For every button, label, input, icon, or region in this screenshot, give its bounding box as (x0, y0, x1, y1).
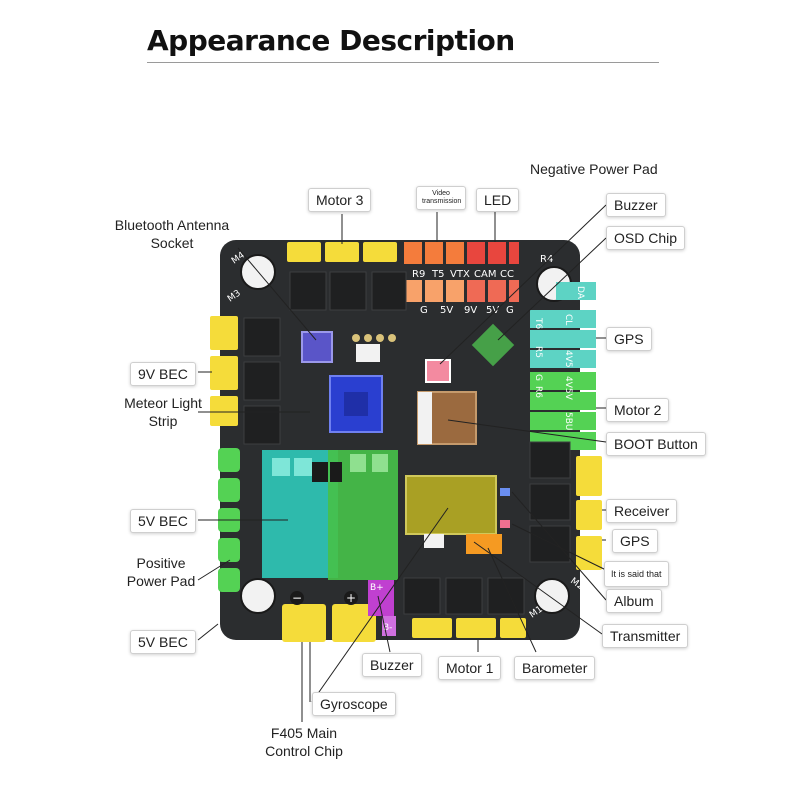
label-receiver: Receiver (606, 499, 678, 523)
label-meteor-light-strip: Meteor Light Strip (124, 395, 202, 429)
label-motor1: Motor 1 (438, 656, 502, 680)
pad-label-b-minus: B- (383, 623, 392, 633)
pad-label-4v5: 4V5 (563, 350, 573, 368)
right-yellow-pads (576, 456, 602, 570)
motor1-pads (412, 618, 526, 638)
label-5v-bec-upper: 5V BEC (130, 509, 196, 533)
f405-chip (405, 475, 497, 535)
motor3-pads (287, 242, 397, 262)
pad-label-cc: CC (500, 269, 514, 280)
positive-symbol: + (346, 591, 356, 605)
pad-label-g: G (533, 374, 543, 381)
label-bluetooth-antenna-socket: Bluetooth Antenna Socket (114, 217, 230, 251)
page-title: Appearance Description (147, 24, 515, 57)
label-transmitter: Transmitter (602, 624, 689, 648)
pad-label-r4: R4 (540, 254, 553, 265)
title-divider (147, 62, 659, 63)
pad-label-r6: R6 (533, 386, 543, 398)
label-video-transmission: Video transmission (416, 186, 466, 210)
pad-label-t5: T5 (431, 269, 444, 280)
pad-label-g2: G (506, 305, 514, 316)
mosfets (243, 271, 571, 615)
mount-hole-bottom-left (240, 578, 276, 614)
label-5v-bec-lower: 5V BEC (130, 630, 196, 654)
vtx-led-pads (404, 242, 519, 302)
label-9v-bec: 9V BEC (130, 362, 196, 386)
pad-label-5bu: 5BU (563, 412, 573, 431)
pad-label-vtx: VTX (450, 269, 470, 280)
negative-symbol: − (292, 591, 302, 605)
pad-label-g1: G (420, 305, 428, 316)
pad-label-cl: CL (563, 314, 573, 325)
pad-label-cam: CAM (474, 269, 496, 280)
pad-label-4v5v: 4V5V (563, 376, 573, 401)
label-f405-main-control-chip: F405 Main Control Chip (265, 725, 343, 759)
label-osd-chip: OSD Chip (606, 226, 686, 250)
label-positive-power-pad: Positive Power Pad (126, 555, 196, 589)
power-connectors (282, 604, 376, 642)
pad-label-t6: T6 (533, 317, 543, 329)
pad-label-5v2: 5V (486, 305, 499, 316)
right-gps-motor2-pads (530, 282, 596, 450)
label-boot-button: BOOT Button (606, 432, 706, 456)
left-yellow-pads (210, 316, 238, 426)
label-motor3: Motor 3 (308, 188, 372, 212)
label-buzzer-bottom: Buzzer (362, 653, 422, 677)
bluetooth-socket (301, 331, 333, 363)
pad-label-9v: 9V (464, 305, 477, 316)
label-gps-top: GPS (606, 327, 652, 351)
barometer-chip (466, 534, 502, 554)
label-motor2: Motor 2 (606, 398, 670, 422)
label-led: LED (476, 188, 520, 212)
label-gyroscope: Gyroscope (312, 692, 396, 716)
label-album: Album (606, 589, 662, 613)
label-buzzer-top: Buzzer (606, 193, 666, 217)
label-it-is-said-that: It is said that (604, 561, 669, 587)
pad-label-r5: R5 (533, 346, 543, 358)
buzzer-chip (425, 359, 451, 383)
leader-lines (197, 204, 607, 722)
label-barometer: Barometer (514, 656, 596, 680)
pad-label-da: DA (575, 286, 585, 300)
pad-label-5v1: 5V (440, 305, 453, 316)
label-gps-bottom: GPS (612, 529, 658, 553)
pad-label-r9: R9 (412, 269, 425, 280)
pad-label-b-plus: B+ (370, 583, 384, 593)
label-negative-power-pad: Negative Power Pad (530, 161, 658, 177)
